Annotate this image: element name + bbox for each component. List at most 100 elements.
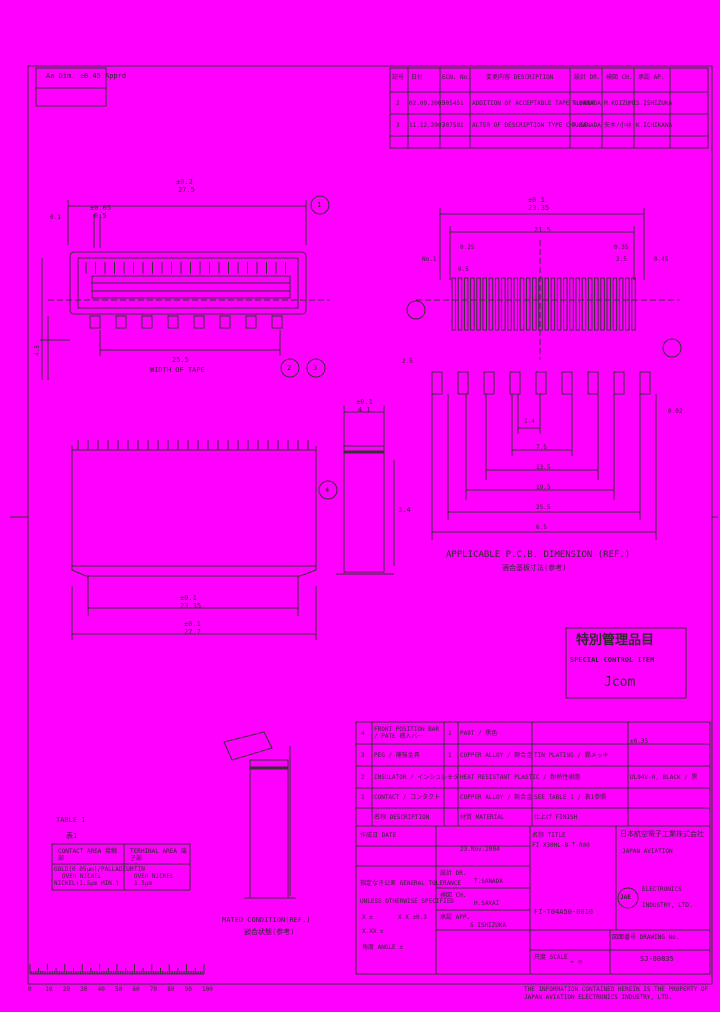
drawing-frame xyxy=(28,66,712,984)
mat-row3-desc: PEG / 補強金具 xyxy=(374,752,420,759)
mated-caption: MATED CONDITION(REF.) xyxy=(222,916,311,924)
pcb-signal-pad xyxy=(514,278,518,330)
table1-cell2-l2: OVER NICKEL xyxy=(134,873,174,880)
mat-row2-desc: INSULATOR / インシュレータ xyxy=(374,774,460,781)
mat-row3-finish: TIN PLATING / 錫メッキ xyxy=(534,752,609,759)
tb-drawing-no-label: 図面番号 DRAWING No. xyxy=(612,934,680,941)
connector-front-view xyxy=(72,446,316,640)
pcb-signal-pad xyxy=(520,278,524,330)
pcb-signal-pad xyxy=(464,278,468,330)
ruler-label: 70 xyxy=(149,986,158,993)
table1-cell1-l2: OVER NICKEL xyxy=(62,873,102,880)
pcb-signal-pad xyxy=(576,278,580,330)
pcb-footprint xyxy=(416,208,680,540)
tb-company-en2: ELECTRONICS xyxy=(642,886,682,893)
tb-title-label: 名称 TITLE xyxy=(532,832,566,839)
mated-caption-jp: 嵌合状態(参考) xyxy=(244,928,295,936)
pcb-signal-pad xyxy=(607,278,611,330)
table-1 xyxy=(52,844,190,890)
rev-header-desc: 変更内容 DESCRIPTION xyxy=(486,74,554,81)
ruler-label: 50 xyxy=(115,986,123,993)
top-view-tab xyxy=(246,316,256,328)
ruler-label: 20 xyxy=(62,986,71,993)
pcb-signal-pad xyxy=(619,278,623,330)
balloon-4-label: 4 xyxy=(325,486,330,494)
tb-checked: H.SAKAI xyxy=(474,900,500,907)
table1-cell2-l3: 1.5μm xyxy=(134,880,153,887)
top-view-pins xyxy=(86,262,286,328)
tb-tol-row1: X ± xyxy=(362,914,373,921)
mat-tolerance: ±0.35 xyxy=(630,738,649,745)
rev-row1-date: 02.09.2005 xyxy=(409,100,446,107)
dim-front-d1: 23.35 xyxy=(180,602,202,610)
mat-header-material: 材質 MATERIAL xyxy=(460,814,505,821)
ruler-label: 30 xyxy=(80,986,88,993)
top-view-tab xyxy=(168,316,178,328)
dim-pcb-d12: 25.5 xyxy=(536,504,551,511)
pcb-ground-pad xyxy=(484,372,494,394)
tb-checked-label: 検図 CH. xyxy=(440,892,467,899)
top-view-tab xyxy=(116,316,126,328)
pcb-ground-pad xyxy=(536,372,546,394)
balloon-4 xyxy=(319,481,337,499)
pcb-signal-pad xyxy=(557,278,561,330)
pcb-signal-pad xyxy=(508,278,512,330)
pcb-signal-pad xyxy=(626,278,630,330)
footer-line1: THE INFORMATION CONTAINED HEREIN IS THE … xyxy=(524,986,709,993)
mat-row4-no: 4 xyxy=(361,730,365,737)
tb-company-jp: 日本航空電子工業株式会社 xyxy=(620,830,704,838)
dim-top-d2-tol: ±0.05 xyxy=(90,204,112,212)
special-control-code: Jcom xyxy=(604,675,636,690)
dim-front-d1-tol: ±0.1 xyxy=(180,594,197,602)
balloon-pcb-left xyxy=(407,301,425,319)
ruler-label: 60 xyxy=(132,986,140,993)
pcb-signal-pad xyxy=(489,278,493,330)
pcb-signal-pad xyxy=(588,278,592,330)
front-view-pins xyxy=(78,440,308,450)
dim-pcb-d13: 6.5 xyxy=(536,524,547,531)
dim-pcb-d10: 13.5 xyxy=(536,464,551,471)
ruler-label: 80 xyxy=(167,986,175,993)
table1-col2: TERMINAL AREA 端子部 xyxy=(130,848,187,862)
pcb-signal-pad xyxy=(632,278,636,330)
rev-header-ecn: ECN. No. xyxy=(442,74,471,81)
pcb-ground-pad xyxy=(588,372,598,394)
mat-row1-material: COPPER ALLOY / 銅合金 xyxy=(460,794,533,801)
rev-row1-ch: M.KOIZUMI xyxy=(604,100,637,107)
mat-row4-desc: FRONT POSITION BAR / PATE 挿入バー xyxy=(374,726,440,740)
dim-side-d1-tol: ±0.1 xyxy=(356,398,373,406)
tb-date-label: 作成日 DATE xyxy=(360,832,397,839)
top-view-tab xyxy=(194,316,204,328)
rev-row1-desc: ADDITION OF ACCEPTABLE TAPE NUMBER xyxy=(472,100,595,107)
rev-row2-ecn: J07581 xyxy=(442,122,464,129)
pcb-signal-pad xyxy=(539,278,543,330)
dim-top-d2: 0.5 xyxy=(94,212,107,220)
connector-side-view xyxy=(336,406,394,574)
tb-approved: S.ISHIZUKA xyxy=(470,922,507,929)
dim-pcb-d5: 0.35 xyxy=(614,244,629,251)
mat-row3-qty: 1 xyxy=(448,752,452,759)
pcb-pads xyxy=(432,278,650,394)
rev-row2-sym: 3 xyxy=(396,122,400,129)
top-left-box-text: Aa Dim. ±0.45 Apprd xyxy=(46,72,127,80)
pcb-signal-pad xyxy=(545,278,549,330)
revision-table xyxy=(390,68,708,148)
mat-row3-no: 3 xyxy=(361,752,365,759)
special-control-box xyxy=(566,628,686,698)
pcb-ground-pad xyxy=(432,372,442,394)
rev-row2-ch: 矢木/小林 xyxy=(604,122,632,129)
rev-row2-desc: ALTER OF DESCRIPTION TYPE CHANGE xyxy=(472,122,588,129)
mat-row1-desc: CONTACT / コンタクト xyxy=(374,794,441,801)
mat-header-desc: 名称 DESCRIPTION xyxy=(374,814,430,821)
top-view-tab xyxy=(90,316,100,328)
pcb-ground-pad xyxy=(562,372,572,394)
rev-header-ap: 承認 AP. xyxy=(638,74,665,81)
tb-company-en3: INDUSTRY, LTD. xyxy=(642,902,693,909)
top-view-tab xyxy=(142,316,152,328)
tb-tol-row2: X.X ±0.3 xyxy=(398,914,427,921)
pcb-signal-pad xyxy=(495,278,499,330)
tb-drawn-label: 設計 DR. xyxy=(440,870,467,877)
tb-tol-row4: 角度 ANGLE ± xyxy=(362,944,403,951)
dim-top-d1: 27.5 xyxy=(178,186,195,194)
